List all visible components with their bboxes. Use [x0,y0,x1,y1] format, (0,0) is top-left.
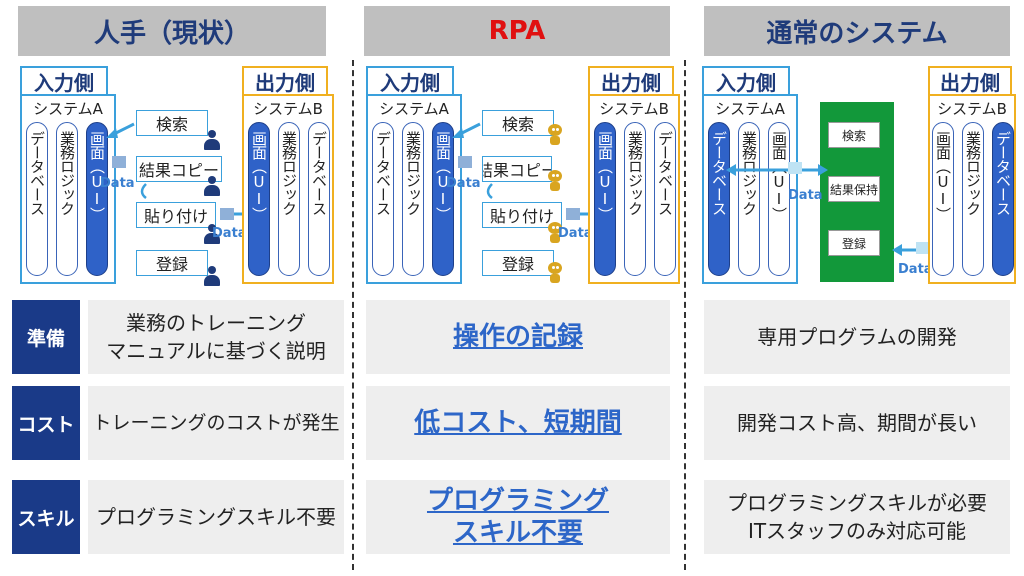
diagram-system: 入力側 システムA データベース 業務ロジック 画面（UI） 検索 結果保持 登… [696,66,1021,286]
pill-screen: 画面（UI） [86,122,108,276]
row-label-preparation: 準備 [12,300,80,374]
person-icon [204,224,220,244]
cell-text: プログラミングスキルが必要 [727,491,987,515]
row-label-skill: スキル [12,480,80,554]
system-a-box: システムA データベース 業務ロジック 画面（UI） [366,94,462,284]
system-b-label: システムB [253,100,323,118]
cell-text: 開発コスト高、期間が長い [737,411,977,435]
system-program-box: 検索 結果保持 登録 [820,102,894,282]
header-rpa: RPA [364,6,670,56]
system-a-box: システムA データベース 業務ロジック 画面（UI） [702,94,798,284]
pill-screen: 画面（UI） [768,122,790,276]
step-copy: 結果コピー [136,156,222,182]
data-label: Data [212,226,247,241]
pill-logic: 業務ロジック [624,122,646,276]
system-a-label: システムA [33,100,103,118]
cell-text: 業務のトレーニング [126,311,306,335]
data-label: Data [446,176,481,191]
cell-text: プログラミング [426,486,609,516]
cell-manual-cost: トレーニングのコストが発生 [88,386,344,460]
step-register: 登録 [482,250,554,276]
input-side-label: 入力側 [366,66,454,95]
pill-database: データベース [372,122,394,276]
pill-logic: 業務ロジック [738,122,760,276]
output-side-label: 出力側 [928,66,1012,95]
pill-database: データベース [308,122,330,276]
cell-rpa-cost: 低コスト、短期間 [366,386,670,460]
pill-logic: 業務ロジック [962,122,984,276]
cell-manual-preparation: 業務のトレーニングマニュアルに基づく説明 [88,300,344,374]
diagram-rpa: 入力側 システムA データベース 業務ロジック 画面（UI） 検索 結果コピー … [360,66,685,286]
step-register: 登録 [828,230,880,256]
cell-text: マニュアルに基づく説明 [106,339,326,363]
cell-text: 低コスト、短期間 [414,408,622,438]
system-b-box: システムB 画面（UI） 業務ロジック データベース [588,94,680,284]
diagram-manual: 入力側 システムA データベース 業務ロジック 画面（UI） 検索 結果コピー … [14,66,339,286]
step-search: 検索 [828,122,880,148]
pill-screen: 画面（UI） [932,122,954,276]
system-a-label: システムA [715,100,785,118]
person-icon [204,130,220,150]
robot-icon [546,222,564,244]
pill-logic: 業務ロジック [402,122,424,276]
cell-rpa-skill: プログラミングスキル不要 [366,480,670,554]
data-label: Data [898,262,933,277]
header-system: 通常のシステム [704,6,1010,56]
pill-database: データベース [708,122,730,276]
column-divider [684,60,686,570]
cell-system-skill: プログラミングスキルが必要 ITスタッフのみ対応可能 [704,480,1010,554]
cell-text: 操作の記録 [452,322,583,352]
input-side-label: 入力側 [20,66,108,95]
flow-arrows [452,122,594,220]
pill-database: データベース [26,122,48,276]
system-a-label: システムA [379,100,449,118]
data-label: Data [100,176,135,191]
output-side-label: 出力側 [588,66,674,95]
pill-database: データベース [654,122,676,276]
header-manual: 人手（現状） [18,6,326,56]
pill-database: データベース [992,122,1014,276]
robot-icon [546,124,564,146]
robot-icon [546,170,564,192]
step-search: 検索 [136,110,208,136]
cell-text: スキル不要 [452,518,583,548]
data-label: Data [558,226,593,241]
system-b-label: システムB [937,100,1007,118]
column-divider [352,60,354,570]
system-b-box: システムB 画面（UI） 業務ロジック データベース [928,94,1016,284]
cell-system-preparation: 専用プログラムの開発 [704,300,1010,374]
step-copy: 結果コピー [482,156,552,182]
robot-icon [546,262,564,284]
person-icon [204,266,220,286]
system-a-box: システムA データベース 業務ロジック 画面（UI） [20,94,116,284]
system-b-box: システムB 画面（UI） 業務ロジック データベース [242,94,334,284]
cell-text: 専用プログラムの開発 [757,325,957,349]
pill-logic: 業務ロジック [56,122,78,276]
output-side-label: 出力側 [242,66,328,95]
cell-manual-skill: プログラミングスキル不要 [88,480,344,554]
pill-logic: 業務ロジック [278,122,300,276]
cell-text: トレーニングのコストが発生 [92,412,340,434]
cell-text: ITスタッフのみ対応可能 [747,519,967,543]
cell-system-cost: 開発コスト高、期間が長い [704,386,1010,460]
step-paste: 貼り付け [136,202,216,228]
pill-screen: 画面（UI） [594,122,616,276]
person-icon [204,176,220,196]
step-register: 登録 [136,250,208,276]
row-label-cost: コスト [12,386,80,460]
cell-text: プログラミングスキル不要 [96,505,336,529]
cell-rpa-preparation: 操作の記録 [366,300,670,374]
data-label: Data [788,188,823,203]
system-b-label: システムB [599,100,669,118]
step-keep-result: 結果保持 [828,176,880,202]
input-side-label: 入力側 [702,66,790,95]
pill-screen: 画面（UI） [432,122,454,276]
pill-screen: 画面（UI） [248,122,270,276]
step-search: 検索 [482,110,554,136]
